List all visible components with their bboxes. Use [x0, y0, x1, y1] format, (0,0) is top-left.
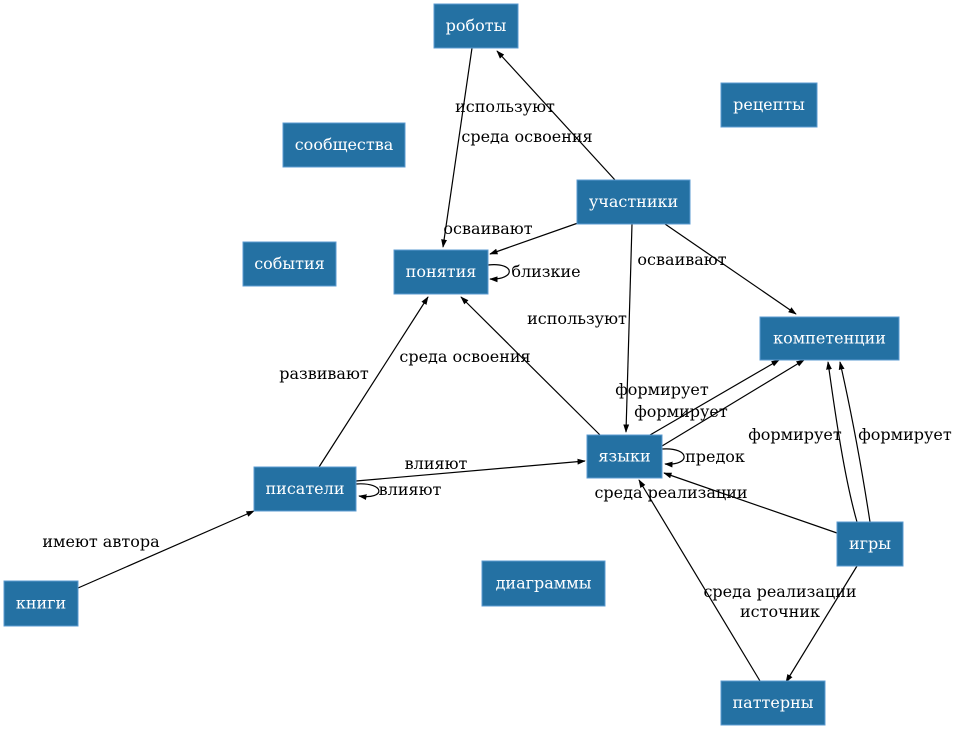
edge-label: формирует [615, 380, 709, 399]
edge-line [838, 361, 871, 523]
node-box [253, 466, 357, 512]
node-label: книги [16, 594, 66, 613]
edge-line [661, 359, 805, 447]
node-label: участники [589, 192, 678, 211]
edge-pisateli-to-yazyki [355, 458, 586, 482]
edge-uchastniki-to-roboty [496, 50, 616, 181]
edge-igry-to-patterny [785, 565, 858, 683]
edge-line [355, 483, 380, 501]
edge-label: формирует [748, 425, 842, 444]
node-label: игры [849, 534, 891, 553]
node-diagrammy[interactable]: диаграммы [481, 560, 606, 607]
edge-line [355, 458, 586, 482]
node-box [836, 521, 904, 567]
edge-label: влияют [379, 480, 442, 499]
node-label: диаграммы [496, 574, 592, 593]
node-box [759, 316, 900, 361]
node-label: писатели [266, 479, 345, 498]
edge-line [661, 448, 685, 468]
edge-line [785, 565, 858, 683]
node-label: рецепты [733, 95, 805, 114]
edge-line [664, 223, 797, 315]
edge-uchastniki-to-ponyatiya [489, 222, 579, 255]
node-box [586, 434, 663, 479]
edge-label: осваивают [637, 250, 726, 269]
edge-uchastniki-to-kompetencii [664, 223, 797, 315]
edge-patterny-to-yazyki [638, 479, 761, 682]
node-box [481, 560, 606, 607]
node-box [720, 82, 818, 128]
edge-pisateli-to-pisateli [355, 483, 380, 501]
edge-line [496, 50, 616, 181]
edge-yazyki-to-yazyki [661, 448, 685, 468]
edge-igry-to-kompetencii [838, 361, 871, 523]
node-uchastniki[interactable]: участники [576, 179, 691, 225]
edge-label: формирует [634, 402, 728, 421]
edge-roboty-to-ponyatiya [441, 47, 473, 248]
node-sobytiya[interactable]: события [242, 241, 337, 287]
edge-line [460, 296, 601, 436]
node-patterny[interactable]: паттерны [720, 680, 826, 726]
node-label: события [254, 254, 325, 273]
node-yazyki[interactable]: языки [586, 434, 663, 479]
node-recepty[interactable]: рецепты [720, 82, 818, 128]
edge-line [638, 479, 761, 682]
node-label: сообщества [295, 135, 394, 154]
edge-ponyatiya-to-ponyatiya [487, 264, 510, 283]
node-box [242, 241, 337, 287]
edge-line [489, 222, 579, 255]
node-knigi[interactable]: книги [3, 580, 79, 627]
edge-label: среда реализации [594, 483, 747, 502]
edge-uchastniki-to-yazyki [623, 223, 633, 433]
node-label: языки [598, 447, 650, 466]
edge-label: близкие [511, 262, 580, 281]
edge-label: имеют автора [42, 532, 160, 551]
edge-line [487, 264, 510, 283]
edge-label: используют [455, 97, 555, 116]
edge-label: осваивают [443, 219, 532, 238]
node-kompetencii[interactable]: компетенции [759, 316, 900, 361]
edge-line [649, 359, 780, 436]
node-soobshchestva[interactable]: сообщества [282, 122, 406, 168]
edge-label: используют [527, 309, 627, 328]
edge-knigi-to-pisateli [77, 510, 255, 589]
edge-line [441, 47, 473, 248]
edge-label: среда реализации [703, 582, 856, 601]
edge-label: формирует [858, 425, 952, 444]
node-box [720, 680, 826, 726]
node-box [282, 122, 406, 168]
edge-line [663, 472, 838, 534]
edge-yazyki-to-ponyatiya [460, 296, 601, 436]
node-roboty[interactable]: роботы [433, 3, 519, 49]
node-ponyatiya[interactable]: понятия [393, 249, 489, 295]
node-label: понятия [406, 262, 477, 281]
node-box [576, 179, 691, 225]
edge-line [826, 361, 858, 523]
edge-labels-layer: используют среда освоения осваивают близкие… [42, 97, 952, 621]
node-label: компетенции [773, 329, 886, 348]
edge-line [318, 296, 429, 468]
nodes-layer: роботы рецепты сообщества участники события п… [3, 3, 904, 726]
edge-yazyki-to-kompetencii [661, 359, 805, 447]
edges-layer [77, 47, 871, 683]
node-label: паттерны [732, 693, 813, 712]
node-box [433, 3, 519, 49]
edge-line [623, 223, 633, 433]
edge-label: среда освоения [461, 127, 592, 146]
edge-igry-to-kompetencii [826, 361, 858, 523]
edge-label: предок [685, 447, 745, 466]
edge-yazyki-to-kompetencii [649, 359, 780, 436]
node-pisateli[interactable]: писатели [253, 466, 357, 512]
node-box [393, 249, 489, 295]
node-igry[interactable]: игры [836, 521, 904, 567]
node-label: роботы [446, 16, 507, 35]
edge-label: развивают [279, 364, 369, 383]
edge-pisateli-to-ponyatiya [318, 296, 429, 468]
edge-igry-to-yazyki [663, 472, 838, 534]
edge-line [77, 510, 255, 589]
edge-label: источник [740, 602, 820, 621]
edge-label: влияют [405, 454, 468, 473]
node-box [3, 580, 79, 627]
edge-label: среда освоения [399, 347, 530, 366]
